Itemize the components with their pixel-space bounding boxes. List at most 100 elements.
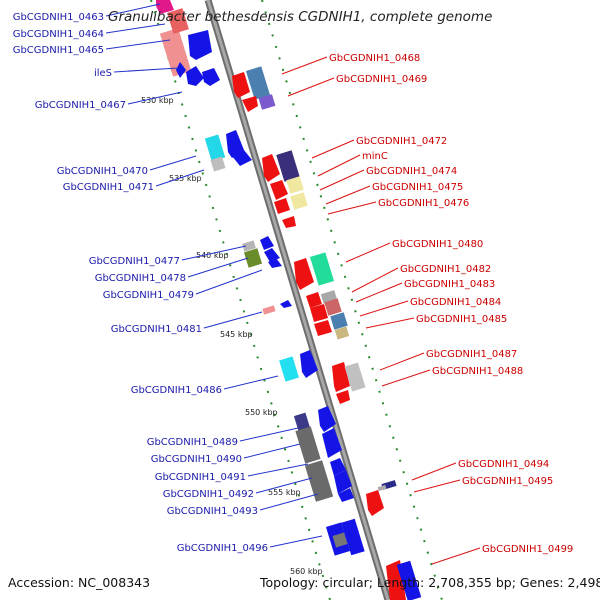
scale-ticks: 530 kbp 535 kbp 540 kbp 545 kbp 550 kbp …: [141, 96, 323, 576]
scale-tick-label: 545 kbp: [220, 330, 253, 339]
right-leader-line: [327, 201, 377, 215]
gene-0475-block: [290, 192, 308, 210]
left-leader-line: [243, 443, 301, 459]
right-gene-label: GbCGDNIH1_0469: [336, 74, 427, 85]
right-gene-label: GbCGDNIH1_0468: [329, 53, 420, 64]
gene-0480-block: [309, 252, 335, 286]
left-leader-line: [113, 67, 179, 73]
left-leader-line: [223, 375, 279, 390]
track-boundaries: [150, 0, 443, 600]
gene-0469-block: [258, 94, 276, 110]
right-leader-line: [311, 139, 355, 159]
left-leader-line: [105, 3, 161, 17]
gene-0489-block: [293, 412, 311, 432]
left-gene-label: GbCGDNIH1_0465: [13, 45, 104, 56]
left-gene-label: GbCGDNIH1_0493: [167, 506, 258, 517]
right-gene-label: GbCGDNIH1_0488: [432, 366, 523, 377]
gene-arrow-0482: [306, 292, 322, 308]
gene-arrow-0491: [330, 458, 346, 476]
right-gene-label: GbCGDNIH1_0484: [410, 297, 501, 308]
left-gene-labels: GbCGDNIH1_0463GbCGDNIH1_0464GbCGDNIH1_04…: [13, 12, 268, 554]
gene-arrow-0477: [260, 236, 274, 250]
left-gene-label: GbCGDNIH1_0467: [35, 100, 126, 111]
scale-tick-label: 540 kbp: [196, 251, 229, 260]
gene-0484-block: [324, 298, 342, 316]
gene-arrow-0479: [268, 258, 282, 268]
left-gene-label: GbCGDNIH1_0491: [155, 472, 246, 483]
gene-arrow-0490: [322, 428, 342, 458]
gene-0485-block: [330, 312, 348, 330]
gene-0474-block: [286, 176, 304, 194]
gene-arrow-0472: [262, 154, 280, 182]
gene-arrow-0492: [334, 470, 352, 494]
gene-arrow-0465: [188, 30, 212, 60]
left-leader-line: [155, 169, 205, 187]
right-leader-line: [281, 56, 328, 75]
right-leader-line: [345, 242, 391, 263]
left-leader-line: [105, 39, 171, 50]
right-gene-label: minC: [362, 151, 388, 162]
gene-arrow-0475: [274, 198, 290, 214]
gene-0477-block: [242, 240, 256, 252]
gene-0495-block: [377, 484, 387, 492]
gene-arrow-0480: [294, 258, 314, 290]
left-gene-label: GbCGDNIH1_0481: [111, 324, 202, 335]
right-leader-line: [287, 77, 335, 97]
right-leader-line: [411, 462, 457, 481]
gene-0487-block: [344, 362, 366, 392]
left-gene-label: GbCGDNIH1_0477: [89, 256, 180, 267]
right-gene-label: GbCGDNIH1_0487: [426, 349, 517, 360]
left-leader-lines: [105, 3, 323, 548]
right-gene-labels: GbCGDNIH1_0468GbCGDNIH1_0469GbCGDNIH1_04…: [329, 53, 573, 555]
gene-arrow-0478: [264, 248, 280, 262]
right-gene-label: GbCGDNIH1_0480: [392, 239, 483, 250]
right-leader-line: [379, 352, 425, 371]
right-leader-lines: [281, 56, 481, 565]
gene-arrow-0493: [338, 488, 354, 502]
left-gene-label: GbCGDNIH1_0464: [13, 29, 104, 40]
scale-tick-label: 535 kbp: [169, 174, 202, 183]
topology-text: Topology: circular; Length: 2,708,355 bp…: [259, 575, 600, 590]
left-leader-line: [187, 257, 249, 278]
accession-text: Accession: NC_008343: [8, 575, 150, 590]
gene-arrow-0488: [336, 390, 350, 404]
gene-0492-block: [304, 460, 334, 502]
gene-0464-block2: [167, 8, 189, 34]
left-strand-genes: [156, 0, 365, 556]
right-gene-label: GbCGDNIH1_0482: [400, 264, 491, 275]
left-gene-label: GbCGDNIH1_0470: [57, 166, 148, 177]
gene-arrow-0468: [232, 72, 250, 98]
left-gene-label: GbCGDNIH1_0489: [147, 437, 238, 448]
gene-arrow-iles-a: [186, 66, 204, 86]
gene-0486-block: [279, 356, 299, 382]
left-leader-line: [247, 463, 309, 477]
left-leader-line: [203, 311, 263, 329]
left-leader-line: [149, 155, 197, 171]
gene-arrow-iles-b: [202, 68, 220, 86]
right-gene-label: GbCGDNIH1_0472: [356, 136, 447, 147]
gene-0464-block: [159, 28, 192, 77]
scale-tick-label: 550 kbp: [245, 408, 278, 417]
right-gene-label: GbCGDNIH1_0499: [482, 544, 573, 555]
left-leader-line: [105, 23, 166, 34]
left-leader-line: [195, 269, 263, 295]
gene-0496-grey: [332, 532, 348, 548]
scale-tick-label: 530 kbp: [141, 96, 174, 105]
left-leader-line: [239, 427, 299, 442]
gene-0499-block: [396, 560, 422, 600]
right-gene-label: GbCGDNIH1_0483: [404, 279, 495, 290]
gene-arrow-0484: [314, 320, 332, 336]
right-leader-line: [431, 547, 481, 565]
gene-arrow-minc: [270, 180, 288, 200]
gene-arrow-0467: [176, 62, 186, 78]
gene-0468-block: [245, 66, 271, 100]
gene-arrow-0489: [318, 406, 336, 432]
gene-0485-block2: [334, 326, 350, 340]
gene-0496-block2: [341, 518, 365, 556]
right-gene-label: GbCGDNIH1_0476: [378, 198, 469, 209]
gene-arrow-0494: [366, 490, 384, 516]
right-gene-label: GbCGDNIH1_0495: [462, 476, 553, 487]
gene-arrow-0463: [156, 0, 174, 14]
gene-arrow-0481: [280, 300, 292, 308]
